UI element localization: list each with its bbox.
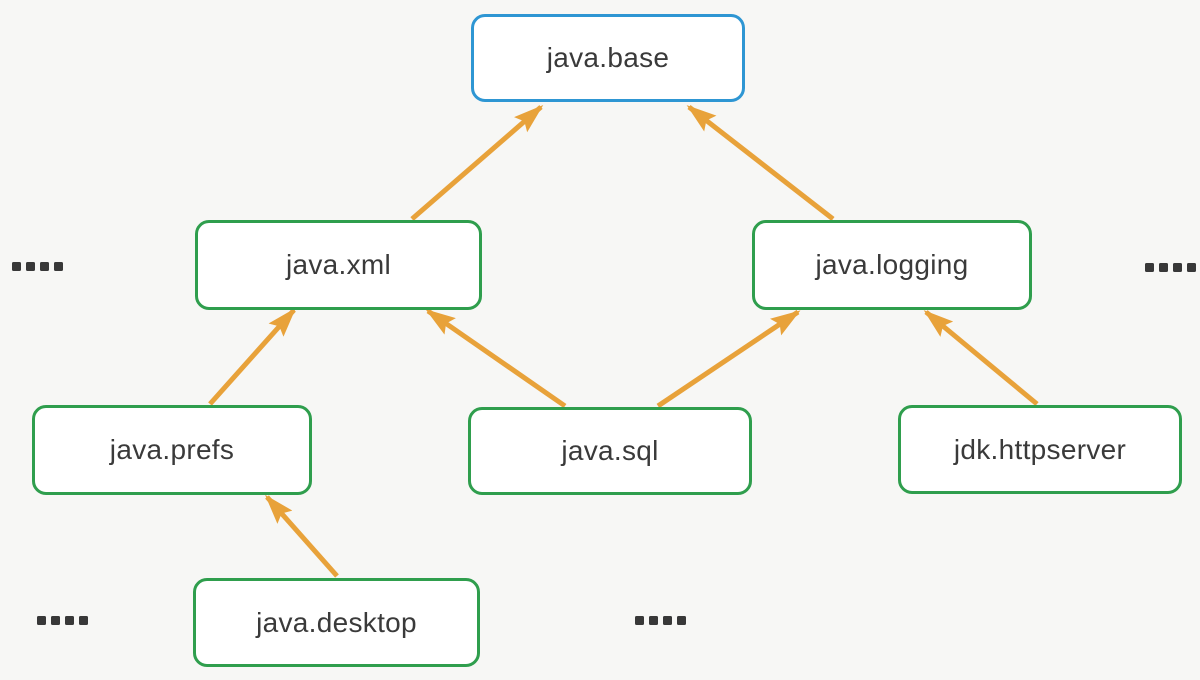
ellipsis-dot (37, 616, 46, 625)
ellipsis-dot (65, 616, 74, 625)
node-java-logging: java.logging (752, 220, 1032, 310)
ellipsis-dot (40, 262, 49, 271)
edge-java-sql-to-java-logging (656, 309, 801, 409)
ellipsis-dot (1187, 263, 1196, 272)
node-java-prefs: java.prefs (32, 405, 312, 495)
edge-java-xml-to-java-base (410, 105, 544, 221)
node-java-xml: java.xml (195, 220, 482, 310)
node-java-base: java.base (471, 14, 745, 102)
ellipsis-dot (649, 616, 658, 625)
ellipsis-dot (1173, 263, 1182, 272)
ellipsis-dot (1159, 263, 1168, 272)
node-label: java.desktop (256, 606, 417, 638)
node-label: java.logging (815, 249, 969, 280)
ellipsis-dot (663, 616, 672, 625)
node-label: java.base (546, 42, 670, 73)
node-label: java.sql (561, 435, 659, 466)
ellipsis-left (12, 262, 63, 271)
node-java-desktop: java.desktop (193, 578, 480, 667)
ellipsis-dot (677, 616, 686, 625)
edge-java-sql-to-java-xml (425, 308, 567, 409)
node-jdk-httpserver: jdk.httpserver (898, 405, 1182, 494)
ellipsis-dot (54, 262, 63, 271)
ellipsis-dot (26, 262, 35, 271)
node-label: jdk.httpserver (953, 433, 1127, 465)
edge-jdk-httpserver-to-java-logging (923, 310, 1039, 406)
ellipsis-right (1145, 263, 1196, 272)
node-java-sql: java.sql (468, 407, 752, 495)
ellipsis-dot (51, 616, 60, 625)
edge-java-prefs-to-java-xml (208, 307, 296, 406)
edge-java-desktop-to-java-prefs (265, 494, 339, 578)
ellipsis-dot (12, 262, 21, 271)
ellipsis-dot (79, 616, 88, 625)
ellipsis-bottom-center (635, 616, 686, 625)
ellipsis-bottom-left (37, 616, 88, 625)
node-label: java.xml (285, 249, 392, 280)
edge-java-logging-to-java-base (686, 105, 835, 221)
ellipsis-dot (635, 616, 644, 625)
node-label: java.prefs (109, 434, 235, 465)
ellipsis-dot (1145, 263, 1154, 272)
